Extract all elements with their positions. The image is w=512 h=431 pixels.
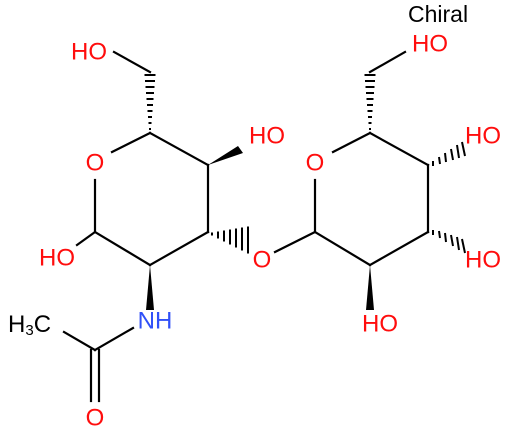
bond-gc5-gc4 (368, 131, 430, 167)
bond-c3-c2 (148, 230, 210, 267)
bond-o-gal-c1 (273, 230, 317, 254)
bond-gc6-oh (368, 50, 407, 74)
gal-c3-oh-label: HO (465, 247, 501, 274)
chiral-flag: Chiral (408, 1, 468, 27)
bond-c1-oh (75, 230, 97, 247)
glycosidic-oxygen: O (253, 247, 272, 274)
hashed-bond-gc3-oh (432, 230, 466, 254)
bond-o5-c5 (110, 131, 152, 154)
carbonyl-oxygen: O (86, 405, 105, 431)
wedge-gc2-oh (366, 265, 374, 310)
bond-c5-c4 (148, 131, 210, 167)
glcnac-c1-oh-label: HO (39, 245, 75, 272)
bond-gc3-gc2 (368, 230, 430, 267)
bond-n-carbonyl (93, 326, 135, 352)
wedge-c4-oh (208, 146, 243, 165)
gal-ch2oh-label: HO (412, 31, 448, 58)
glcnac-ring (93, 131, 210, 267)
wedge-c2-nh (146, 265, 154, 310)
hashed-bond-gc4-oh (432, 141, 466, 166)
nh-label: NH (138, 308, 173, 335)
bond-o5-gc5 (331, 131, 372, 154)
gal-c2-oh-label: HO (362, 311, 398, 338)
glcnac-c4-oh-label: HO (249, 123, 285, 150)
bond-c2-c1 (93, 230, 152, 267)
hashed-bond-gc5-gc6 (364, 74, 376, 130)
gal-substituents (364, 50, 466, 310)
bond-c6-oh (112, 50, 152, 74)
hashed-bond-c3-o (211, 226, 249, 254)
glcnac-ch2oh-label: HO (71, 39, 107, 66)
bond-carbonyl-ch3 (62, 330, 97, 352)
gal-c4-oh-label: HO (465, 123, 501, 150)
gal-ring (313, 131, 430, 267)
methyl-label: H3C (8, 311, 51, 339)
glcnac-substituents (62, 50, 249, 403)
bond-gc2-gc1 (313, 230, 372, 267)
glcnac-ring-oxygen: O (86, 150, 105, 177)
gal-ring-oxygen: O (306, 150, 325, 177)
hashed-bond-c5-c6 (144, 74, 156, 130)
